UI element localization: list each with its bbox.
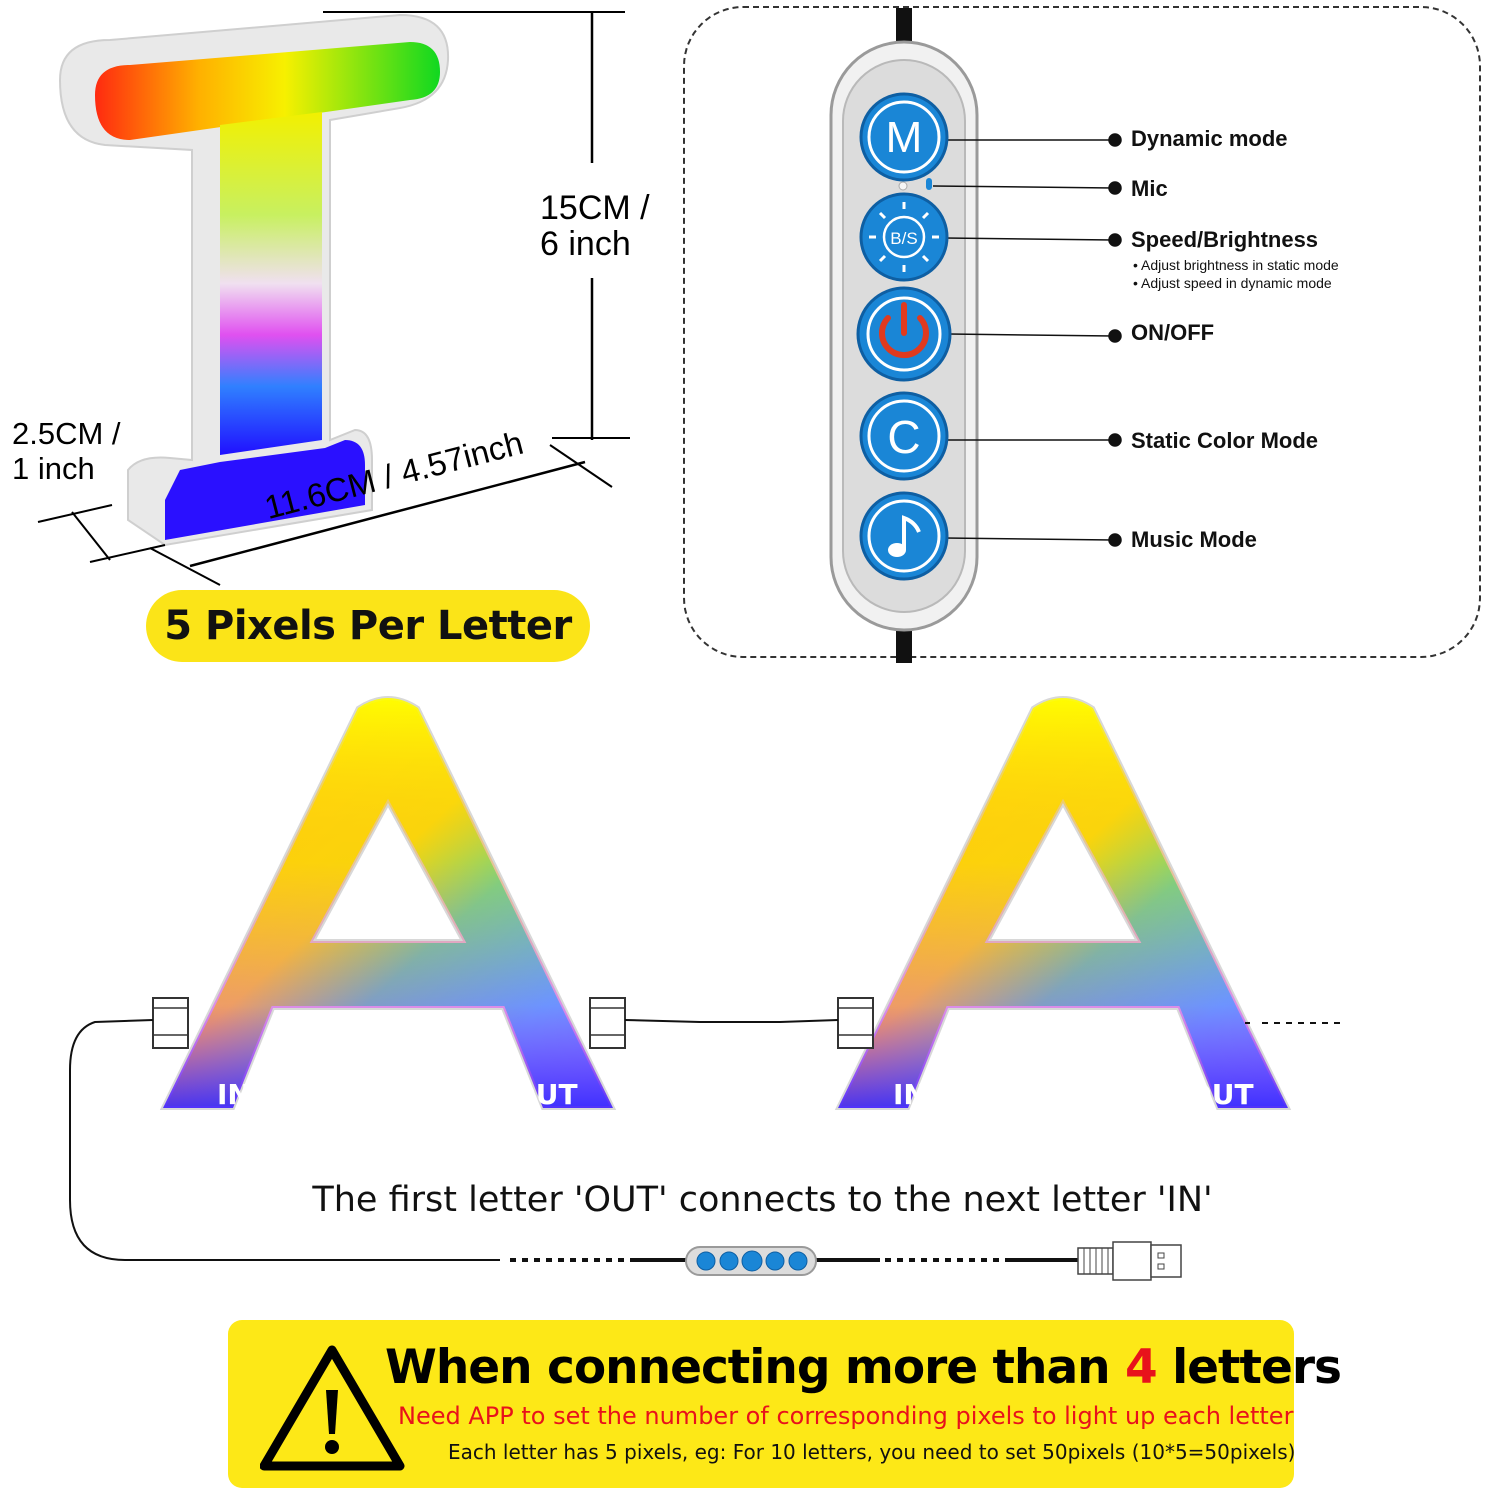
static-color-mode-label: Static Color Mode bbox=[1131, 428, 1319, 453]
controller-panel bbox=[683, 6, 1481, 658]
warning-icon bbox=[260, 1345, 405, 1471]
letter-1-out-label: OUT bbox=[512, 1078, 578, 1111]
connection-caption: The first letter 'OUT' connects to the n… bbox=[312, 1180, 1213, 1220]
dynamic-mode-label: Dynamic mode bbox=[1131, 126, 1288, 151]
warning-title-start: When connecting more than bbox=[385, 1340, 1125, 1395]
warning-box: When connecting more than 4 letters Need… bbox=[228, 1320, 1342, 1488]
speed-note-text: Adjust speed in dynamic mode bbox=[1141, 275, 1332, 291]
speed-note: • Adjust speed in dynamic mode bbox=[1133, 275, 1332, 291]
pixels-per-letter-badge: 5 Pixels Per Letter bbox=[146, 590, 590, 662]
pixels-per-letter-text: 5 Pixels Per Letter bbox=[164, 603, 572, 649]
music-mode-label: Music Mode bbox=[1131, 527, 1257, 552]
depth-dimension: 2.5CM / 1 inch bbox=[12, 416, 121, 486]
svg-text:B/S: B/S bbox=[890, 229, 917, 248]
warning-example-note: Each letter has 5 pixels, eg: For 10 let… bbox=[448, 1440, 1296, 1464]
height-dimension-inch: 6 inch bbox=[540, 225, 631, 263]
on-off-label: ON/OFF bbox=[1131, 320, 1215, 345]
warning-app-note: Need APP to set the number of correspond… bbox=[398, 1402, 1294, 1430]
height-dimension: 15CM / 6 inch bbox=[540, 190, 650, 262]
letter-chain-diagram bbox=[69, 696, 1342, 1281]
height-dimension-cm: 15CM / bbox=[540, 189, 650, 227]
brightness-note: • Adjust brightness in static mode bbox=[1133, 257, 1339, 273]
remote-controller: M B/S C bbox=[829, 8, 1122, 663]
letter-a-2 bbox=[836, 696, 1290, 1110]
depth-dimension-inch: 1 inch bbox=[12, 451, 95, 486]
warning-title-number: 4 bbox=[1125, 1340, 1158, 1395]
letter-i-illustration bbox=[37, 11, 630, 586]
letter-2-out-label: OUT bbox=[1188, 1078, 1254, 1111]
warning-title-end: letters bbox=[1156, 1340, 1342, 1395]
letter-2-in-label: IN bbox=[893, 1078, 927, 1111]
brightness-note-text: Adjust brightness in static mode bbox=[1141, 257, 1339, 273]
svg-text:C: C bbox=[887, 411, 920, 463]
letter-1-in-label: IN bbox=[217, 1078, 251, 1111]
depth-dimension-cm: 2.5CM / bbox=[12, 416, 121, 451]
mic-label: Mic bbox=[1131, 176, 1168, 201]
m-button-glyph: M bbox=[886, 113, 923, 162]
warning-title: When connecting more than 4 letters bbox=[385, 1340, 1342, 1395]
speed-brightness-label: Speed/Brightness bbox=[1131, 227, 1319, 252]
letter-a-1 bbox=[161, 696, 615, 1110]
